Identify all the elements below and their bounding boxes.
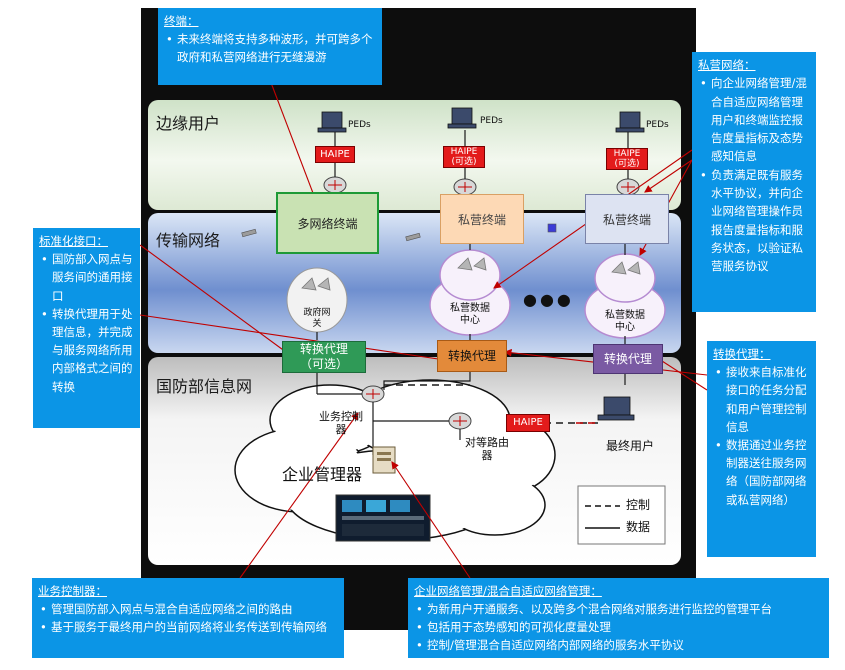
callout-terminal-title: 终端： (164, 12, 376, 30)
callout-conversion-proxy-item: 接收来自标准化接口的任务分配和用户管理控制信息 (713, 363, 810, 436)
haipe-optional-label: (可选) (614, 159, 639, 169)
callout-private-network-title: 私营网络： (698, 56, 810, 74)
peds-label: PEDs (348, 120, 371, 130)
gov-gateway-label: 政府网关 (300, 308, 334, 330)
server-icon (373, 447, 395, 473)
callout-business-controller-item: 基于服务于最终用户的当前网络将业务传送到传输网络 (38, 618, 338, 636)
conversion-proxy-2: 转换代理 (437, 340, 507, 372)
multi-network-terminal-label: 多网络终端 (297, 215, 357, 232)
haipe-device-1: HAIPE (315, 146, 355, 163)
callout-enterprise-management-item: 为新用户开通服务、以及跨多个混合网络对服务进行监控的管理平台 (414, 600, 823, 618)
callout-business-controller-item: 管理国防部入网点与混合自适应网络之间的路由 (38, 600, 338, 618)
callout-standard-interface-item: 国防部入网点与服务间的通用接口 (39, 250, 134, 305)
callout-enterprise-management-item: 包括用于态势感知的可视化度量处理 (414, 618, 823, 636)
proxy-label: 转换代理 (300, 342, 348, 357)
callout-enterprise-management-title: 企业网络管理/混合自适应网络管理： (414, 582, 823, 600)
callout-enterprise-management: 企业网络管理/混合自适应网络管理： 为新用户开通服务、以及跨多个混合网络对服务进… (408, 578, 829, 658)
haipe-device-2: HAIPE (可选) (443, 146, 485, 168)
more-datacenters-ellipsis: ●●● (523, 293, 574, 306)
end-user-label: 最终用户 (600, 440, 660, 453)
callout-terminal: 终端： 未来终端将支持多种波形，并可跨多个政府和私营网络进行无缝漫游 (158, 8, 382, 85)
callout-standard-interface-item: 转换代理用于处理信息，并完成与服务网络所用内部格式之间的转换 (39, 305, 134, 396)
callout-standard-interface: 标准化接口： 国防部入网点与服务间的通用接口 转换代理用于处理信息，并完成与服务… (33, 228, 140, 428)
private-terminal-1: 私营终端 (440, 194, 524, 244)
proxy-label: 转换代理 (604, 352, 652, 367)
haipe-optional-label: (可选) (451, 157, 476, 167)
callout-conversion-proxy-title: 转换代理： (713, 345, 810, 363)
conversion-proxy-optional: 转换代理 （可选） (282, 341, 366, 373)
peds-label: PEDs (480, 116, 503, 126)
private-terminal-2: 私营终端 (585, 194, 669, 244)
operations-center-image (336, 495, 430, 541)
private-terminal-1-label: 私营终端 (458, 211, 506, 228)
callout-private-network-item: 向企业网络管理/混合自适应网络管理用户和终端监控报告度量指标及态势感知信息 (698, 74, 810, 165)
peds-label: PEDs (646, 120, 669, 130)
conversion-proxy-3: 转换代理 (593, 344, 663, 374)
legend-data-label: 数据 (626, 521, 650, 534)
haipe-label: HAIPE (451, 147, 478, 157)
haipe-device-3: HAIPE (可选) (606, 148, 648, 170)
haipe-device-4: HAIPE (506, 414, 550, 432)
private-dc-label-2: 私营数据中心 (601, 310, 649, 334)
proxy-label: 转换代理 (448, 349, 496, 364)
private-terminal-2-label: 私营终端 (603, 211, 651, 228)
callout-business-controller: 业务控制器： 管理国防部入网点与混合自适应网络之间的路由 基于服务于最终用户的当… (32, 578, 344, 658)
callout-standard-interface-title: 标准化接口： (39, 232, 134, 250)
private-dc-label-1: 私营数据中心 (446, 303, 494, 327)
legend-box (578, 486, 665, 544)
callout-conversion-proxy-item: 数据通过业务控制器送往服务网络（国防部网络或私营网络） (713, 436, 810, 509)
legend-control-label: 控制 (626, 499, 650, 512)
callout-private-network: 私营网络： 向企业网络管理/混合自适应网络管理用户和终端监控报告度量指标及态势感… (692, 52, 816, 312)
callout-conversion-proxy: 转换代理： 接收来自标准化接口的任务分配和用户管理控制信息 数据通过业务控制器送… (707, 341, 816, 557)
haipe-label: HAIPE (614, 149, 641, 159)
callout-business-controller-title: 业务控制器： (38, 582, 338, 600)
callout-enterprise-management-item: 控制/管理混合自适应网络内部网络的服务水平协议 (414, 636, 823, 654)
proxy-optional-label: （可选） (300, 357, 348, 372)
haipe-label: HAIPE (320, 150, 350, 160)
enterprise-manager-label: 企业管理器 (272, 466, 372, 484)
peer-router-label: 对等路由器 (465, 436, 509, 462)
business-controller-label: 业务控制器 (318, 410, 364, 436)
callout-private-network-item: 负责满足既有服务水平协议，并向企业网络管理操作员报告度量指标和服务状态，以验证私… (698, 166, 810, 276)
callout-terminal-item: 未来终端将支持多种波形，并可跨多个政府和私营网络进行无缝漫游 (164, 30, 376, 66)
multi-network-terminal: 多网络终端 (276, 192, 379, 254)
haipe-label: HAIPE (513, 418, 543, 428)
